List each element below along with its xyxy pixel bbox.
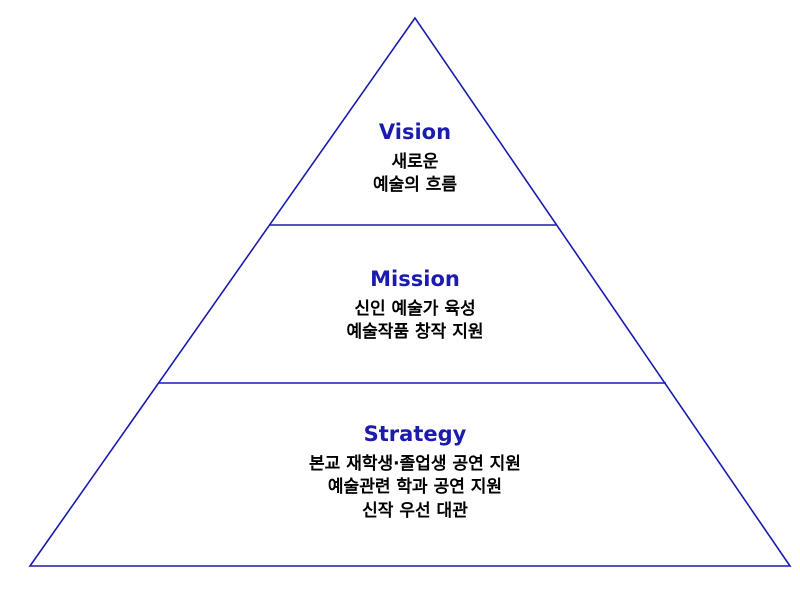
strategy-text-line-2: 예술관련 학과 공연 지원	[327, 477, 503, 498]
mission-title: Mission	[370, 267, 460, 291]
strategy-title: Strategy	[363, 422, 467, 446]
mission-text-line-2: 예술작품 창작 지원	[346, 322, 484, 343]
vision-title: Vision	[378, 120, 452, 144]
strategy-level: Strategy 본교 재학생·졸업생 공연 지원 예술관련 학과 공연 지원 …	[215, 420, 615, 523]
vision-level: Vision 새로운 예술의 흐름	[215, 118, 615, 198]
vision-text-line-2: 예술의 흐름	[372, 175, 458, 196]
strategy-text-line-3: 신작 우선 대관	[362, 500, 468, 521]
pyramid-outline	[28, 16, 792, 567]
strategy-text-line-1: 본교 재학생·졸업생 공연 지원	[309, 453, 521, 474]
vision-text-line-1: 새로운	[391, 151, 439, 172]
mission-level: Mission 신인 예술가 육성 예술작품 창작 지원	[215, 265, 615, 345]
mission-text-line-1: 신인 예술가 육성	[354, 298, 476, 319]
